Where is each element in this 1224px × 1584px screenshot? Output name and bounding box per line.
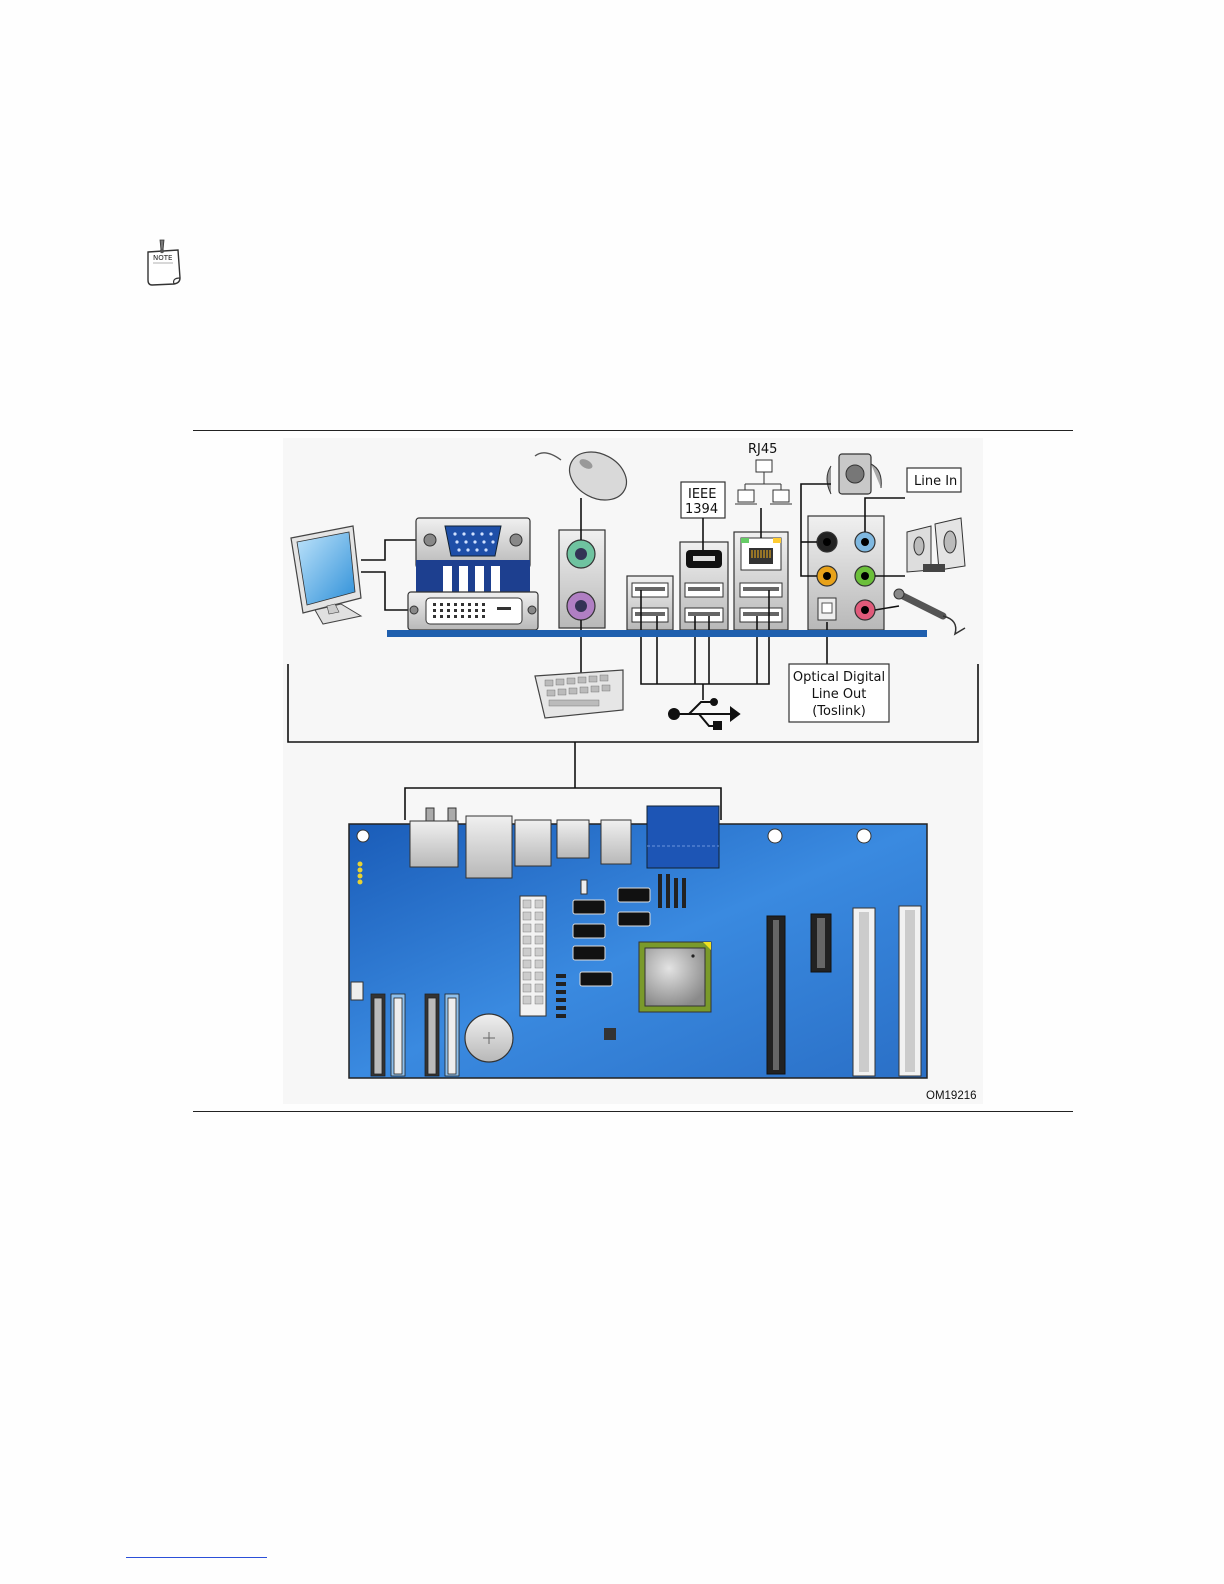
keyboard-icon [535, 670, 623, 718]
usb-stack-left [627, 576, 673, 630]
note-icon: NOTE [144, 238, 184, 288]
rj45-label: RJ45 [748, 442, 777, 457]
figure-top-rule [193, 430, 1073, 431]
line-in-callout: Line In [907, 468, 961, 492]
audio-panel [808, 516, 884, 630]
back-panel-rail [387, 630, 927, 637]
ps2-stack [559, 530, 605, 628]
figure-bottom-rule [193, 1111, 1073, 1112]
motherboard [349, 806, 927, 1078]
note-icon-label: NOTE [153, 254, 172, 262]
optical-callout: Optical Digital Line Out (Toslink) [789, 664, 889, 722]
rj45-usb-stack [734, 532, 788, 630]
optical-label-line1: Optical Digital [793, 670, 885, 685]
dvi-connector [408, 592, 538, 630]
figure-id-label: OM19216 [926, 1090, 977, 1102]
video-bracket [416, 560, 530, 592]
line-in-label: Line In [914, 474, 957, 489]
ieee-label-line1: IEEE [688, 487, 716, 502]
back-panel-figure: RJ45 IEEE 1394 [283, 438, 983, 1104]
back-panel-diagram: RJ45 IEEE 1394 [283, 438, 983, 1104]
ieee1394-callout: IEEE 1394 [681, 482, 725, 518]
footer-link-underline[interactable] [126, 1557, 267, 1558]
ieee-label-line2: 1394 [685, 502, 718, 517]
optical-label-line3: (Toslink) [812, 704, 866, 719]
ieee1394-usb-stack [680, 542, 728, 630]
optical-label-line2: Line Out [812, 687, 867, 702]
